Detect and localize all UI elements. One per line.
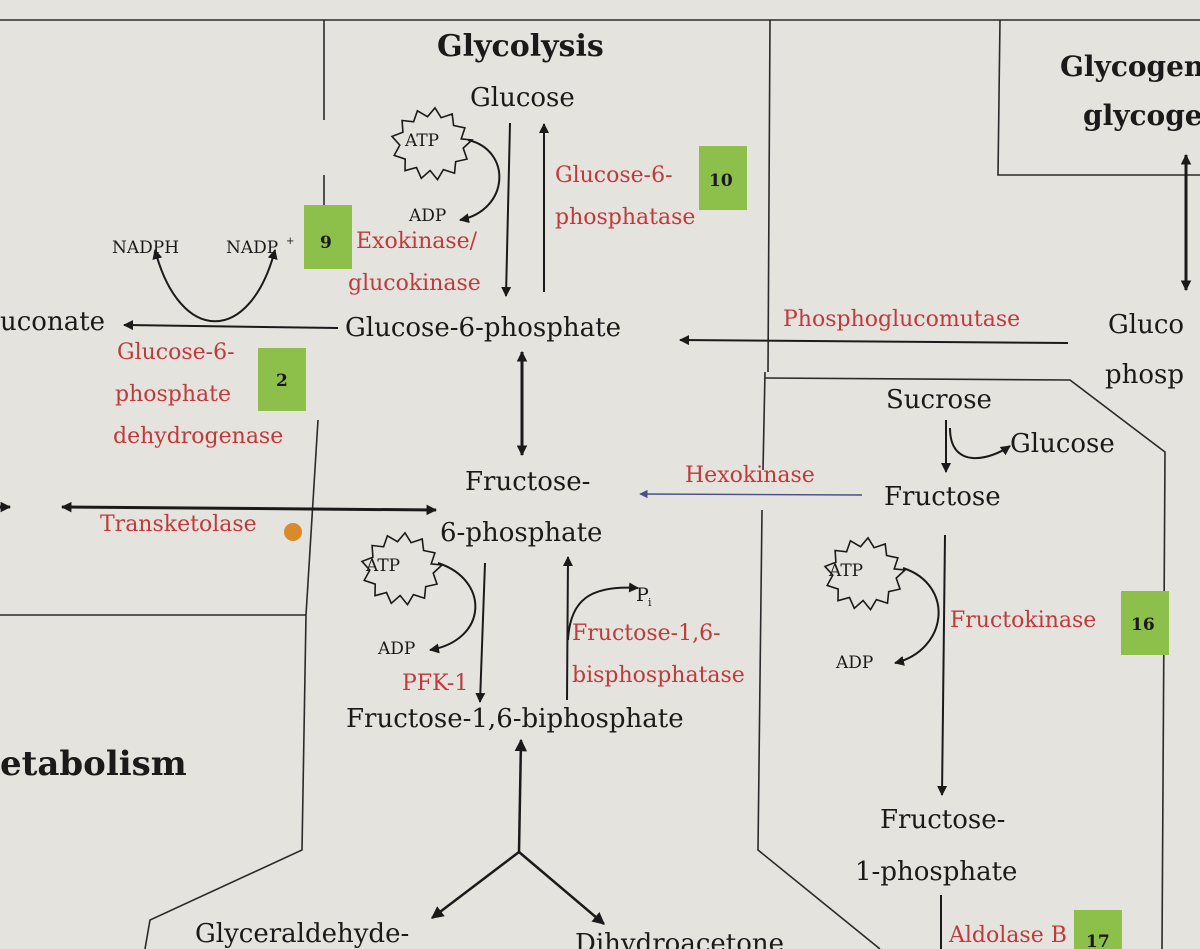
fbpase-label-2: bisphosphatase [572, 663, 745, 688]
badge-9: 9 [320, 233, 332, 253]
nadp-plus-superscript: + [286, 236, 294, 247]
atp-starburst-pfk [360, 531, 444, 606]
badge-17: 17 [1086, 932, 1110, 949]
g6pd-label-3: dehydrogenase [113, 424, 283, 449]
aldolase-b-label: Aldolase B [948, 923, 1067, 948]
nadp-label: NADP [226, 238, 278, 258]
badge-16: 16 [1131, 615, 1155, 635]
metabolism-heading: etabolism [0, 744, 187, 784]
glucose-6-phosphatase-label-2: phosphatase [555, 205, 695, 230]
glycogen-heading-line2: glycoge [1083, 99, 1200, 132]
hexokinase-glucokinase-label-1: Exokinase/ [356, 229, 478, 254]
fructose-label: Fructose [884, 482, 1001, 512]
g6pd-label-2: phosphate [115, 382, 231, 407]
enzymes: Glucose-6- phosphatase Exokinase/ glucok… [100, 163, 1096, 948]
fructose-6-phosphate-label-2: 6-phosphate [440, 518, 602, 548]
fructose-1-6-biphosphate-label: Fructose-1,6-biphosphate [346, 704, 684, 734]
g6pd-label-1: Glucose-6- [117, 340, 235, 365]
metabolites: Glucose Glucose-6-phosphate uconate Gluc… [0, 83, 1184, 949]
pi-label: P [636, 584, 649, 606]
glucose-phosphate-label-2: phosp [1105, 360, 1184, 390]
glucose-right-label: Glucose [1010, 429, 1115, 459]
sucrose-label: Sucrose [886, 385, 992, 415]
badge-10: 10 [709, 171, 733, 191]
glucose-label: Glucose [470, 83, 575, 113]
fructose-1-phosphate-label-2: 1-phosphate [855, 857, 1017, 887]
fructose-1-phosphate-label-1: Fructose- [880, 805, 1005, 835]
badge-2: 2 [276, 371, 288, 391]
glucose-6-phosphate-label: Glucose-6-phosphate [345, 313, 621, 343]
badge-9-box [304, 205, 352, 269]
cofactors: ADP ADP ADP NADPH NADP + P i [112, 206, 873, 673]
badge-16-box [1121, 591, 1169, 655]
fbpase-label-1: Fructose-1,6- [572, 621, 721, 646]
nadph-label: NADPH [112, 238, 179, 258]
hexokinase-right-label: Hexokinase [685, 463, 815, 488]
badge-17-box [1074, 910, 1122, 949]
adp-label-pfk: ADP [377, 639, 415, 659]
badge-2-box [258, 348, 306, 411]
atp-starburst-hexokinase [390, 106, 474, 181]
glycolysis-heading: Glycolysis [437, 29, 604, 64]
badge-10-box [699, 146, 747, 210]
glucose-phosphate-label-1: Gluco [1108, 310, 1184, 340]
transketolase-label: Transketolase [100, 512, 257, 537]
glucose-6-phosphatase-label-1: Glucose-6- [555, 163, 673, 188]
atp-label-3: ATP [828, 561, 863, 581]
atp-label-2: ATP [365, 556, 400, 576]
atp-starburst-fructokinase [823, 536, 907, 611]
section-borders [0, 19, 1200, 949]
phosphoglucomutase-label: Phosphoglucomutase [783, 307, 1020, 332]
pfk1-label: PFK-1 [402, 671, 468, 696]
hexokinase-glucokinase-label-2: glucokinase [348, 271, 481, 296]
fructose-6-phosphate-label-1: Fructose- [465, 467, 590, 497]
gluconate-label: uconate [0, 307, 105, 337]
glycogen-heading-line1: Glycogen [1060, 50, 1200, 83]
dihydroxyacetone-label: Dihydroacetone [575, 929, 784, 949]
transketolase-marker-dot [284, 523, 302, 541]
adp-label-fructokinase: ADP [835, 653, 873, 673]
glyceraldehyde-label: Glyceraldehyde- [195, 919, 409, 949]
badges: 9 10 2 16 17 [258, 146, 1169, 949]
adp-label-hexokinase: ADP [408, 206, 446, 226]
atp-label-1: ATP [404, 131, 439, 151]
hexokinase-arrow [639, 489, 863, 499]
fructokinase-label: Fructokinase [950, 608, 1096, 633]
pi-subscript: i [648, 596, 652, 609]
reaction-arrows [0, 122, 1192, 949]
